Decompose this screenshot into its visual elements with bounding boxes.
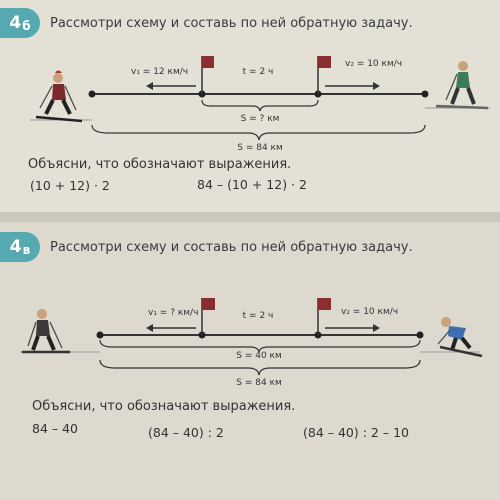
expr2-4b: 84 – (10 + 12) · 2: [197, 177, 307, 192]
task-4v-text: Рассмотри схему и составь по ней обратну…: [50, 239, 413, 255]
flag-right-4b-icon: [317, 56, 331, 94]
s-unknown-label-4b: S = ? км: [240, 114, 280, 124]
skier-right-4b-icon: [435, 61, 489, 110]
s-mid-label-4v: S = 40 км: [236, 351, 282, 361]
diagram-4b: [30, 56, 490, 141]
flag-right-4v-icon: [317, 298, 331, 335]
s-total-label-4b: S = 84 км: [237, 143, 283, 153]
v1-label-4v: v₁ = ? км/ч: [148, 308, 199, 318]
flag-left-4b-icon: [201, 56, 214, 94]
end-dot-4v: [416, 331, 424, 339]
section-divider: [0, 212, 500, 222]
time-label-4b: t = 2 ч: [242, 67, 274, 77]
v2-label-4b: v₂ = 10 км/ч: [345, 59, 403, 69]
skier-right-4v-icon: [437, 317, 483, 358]
end-dot-4b: [421, 90, 429, 98]
expr2-4v: (84 – 40) : 2: [148, 425, 224, 440]
expr3-4v: (84 – 40) : 2 – 10: [303, 425, 409, 440]
task-4v-letter: в: [22, 243, 31, 257]
brace-total-4b: [91, 124, 426, 141]
explain-4b: Объясни, что обозначают выражения.: [28, 157, 292, 172]
brace-unknown-4b: [201, 99, 319, 112]
start-dot-4v: [96, 331, 104, 339]
diagram-4v: [20, 298, 483, 376]
brace-total-4v: [99, 359, 421, 376]
v2-label-4v: v₂ = 10 км/ч: [341, 307, 399, 317]
task-4b-letter: б: [22, 19, 31, 33]
start-dot-4b: [88, 90, 96, 98]
flag-left-4v-icon: [201, 298, 215, 335]
expr1-4b: (10 + 12) · 2: [30, 178, 110, 193]
v1-label-4b: v₁ = 12 км/ч: [131, 67, 189, 77]
explain-4v: Объясни, что обозначают выражения.: [32, 399, 296, 414]
skier-left-4v-icon: [22, 309, 70, 354]
s-total-label-4v: S = 84 км: [236, 378, 282, 388]
brace-mid-4v: [99, 339, 421, 353]
task-4b-number: 4: [9, 13, 22, 33]
task-4v-number: 4: [9, 237, 22, 257]
task-4v-section: [0, 222, 500, 500]
task-4b-text: Рассмотри схему и составь по ней обратну…: [50, 15, 413, 31]
skier-left-4b-icon: [35, 70, 83, 123]
expr1-4v: 84 – 40: [32, 421, 79, 436]
time-label-4v: t = 2 ч: [242, 311, 274, 321]
